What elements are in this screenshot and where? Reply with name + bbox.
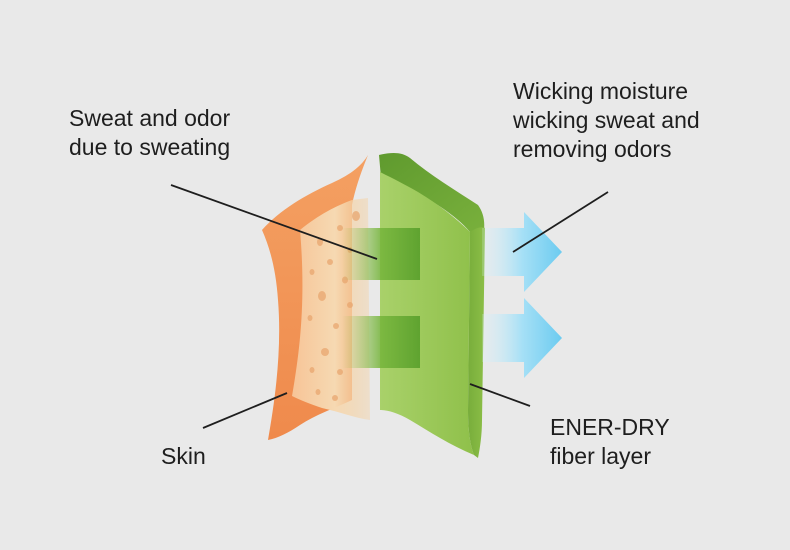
label-fiber-line-1: ENER-DRY (550, 414, 670, 440)
leader-lines (170, 184, 609, 429)
label-sweat-line-1: Sweat and odor (69, 105, 231, 131)
label-wicking-line-3: removing odors (513, 136, 672, 162)
fiber-right-edge (468, 227, 485, 458)
outflow-arrows (482, 212, 562, 378)
arrow-lower (482, 298, 562, 378)
label-skin-line-1: Skin (161, 443, 206, 469)
leader-wicking (512, 191, 609, 253)
label-skin: Skin (161, 442, 206, 471)
leader-sweat (170, 184, 378, 260)
arrow-upper (482, 212, 562, 292)
label-fiber-line-2: fiber layer (550, 443, 651, 469)
label-wicking-moisture: Wicking moisture wicking sweat and remov… (513, 77, 700, 164)
fiber-layer (379, 153, 485, 458)
moisture-channel-upper (342, 228, 420, 280)
label-wicking-line-2: wicking sweat and (513, 107, 700, 133)
label-fiber-layer: ENER-DRY fiber layer (550, 413, 670, 471)
leader-skin (202, 392, 288, 429)
label-sweat-and-odor: Sweat and odor due to sweating (69, 104, 230, 162)
moisture-channel-lower (342, 316, 420, 368)
fiber-top-ridge (379, 153, 485, 232)
label-sweat-line-2: due to sweating (69, 134, 231, 160)
leader-fiber (469, 383, 531, 407)
moisture-channels (342, 228, 420, 368)
label-wicking-line-1: Wicking moisture (513, 78, 689, 104)
